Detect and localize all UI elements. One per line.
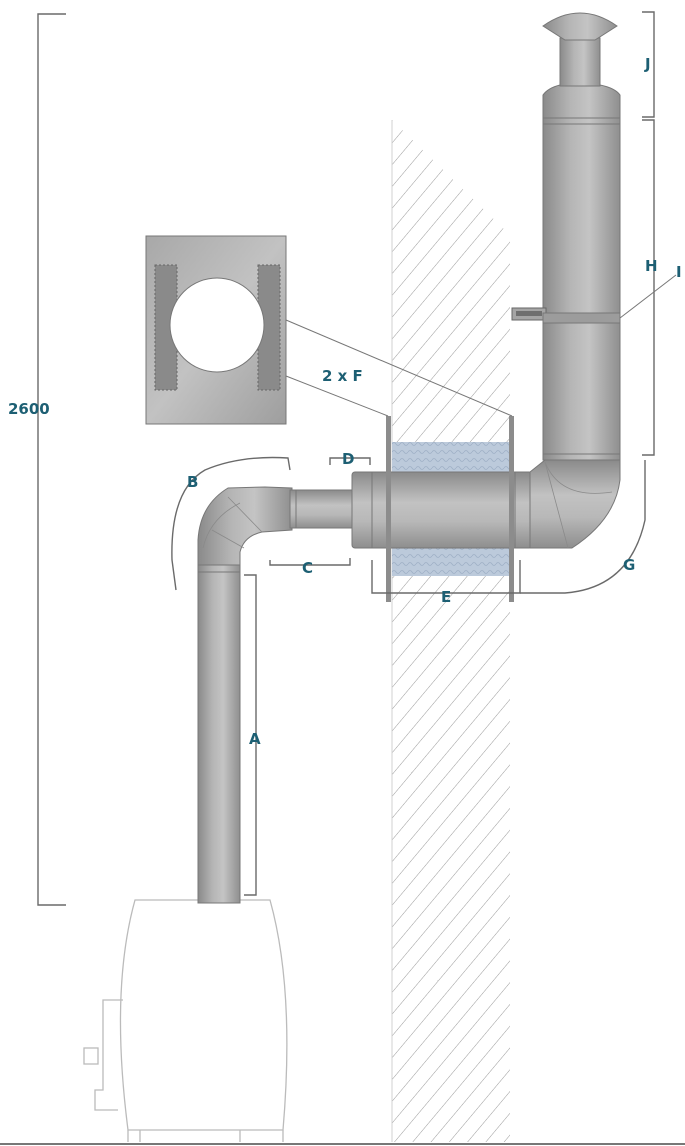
dimension-h bbox=[642, 119, 655, 456]
label-g: G bbox=[623, 556, 635, 574]
dimension-j bbox=[642, 11, 655, 118]
dimension-c bbox=[269, 558, 351, 566]
lower-bend bbox=[197, 486, 293, 566]
total-height-label: 2600 bbox=[8, 400, 50, 418]
dimension-g bbox=[520, 460, 646, 594]
stove-outline bbox=[83, 899, 288, 1142]
label-h: H bbox=[645, 257, 658, 275]
dimension-d bbox=[329, 457, 371, 465]
inset-leader-top bbox=[285, 319, 513, 417]
total-height-dimension bbox=[37, 13, 66, 906]
dimension-e bbox=[371, 560, 521, 594]
label-i: I bbox=[676, 263, 682, 281]
outer-chimney-pipe bbox=[542, 117, 621, 461]
chimney-cap bbox=[542, 12, 621, 119]
vertical-flue-pipe bbox=[197, 564, 241, 904]
horizontal-connector-pipe bbox=[289, 489, 355, 529]
wall-plate-outer bbox=[509, 416, 514, 602]
wall-plate-inner bbox=[386, 416, 391, 602]
label-j: J bbox=[644, 55, 651, 73]
inset-leader-bottom bbox=[285, 375, 389, 417]
dimension-b bbox=[171, 456, 291, 591]
wall-insulation-top bbox=[392, 442, 510, 472]
wall-pass-through-pipe bbox=[351, 471, 533, 549]
outer-bend bbox=[529, 459, 621, 549]
wall-insulation-bottom bbox=[392, 548, 510, 576]
wall-bracket bbox=[511, 307, 621, 324]
wall-plate-detail-inset bbox=[145, 235, 287, 425]
label-c: C bbox=[302, 559, 313, 577]
dimension-a bbox=[244, 574, 257, 896]
wall bbox=[391, 120, 510, 1142]
label-f: 2 x F bbox=[322, 367, 363, 385]
label-a: A bbox=[249, 730, 261, 748]
label-b: B bbox=[187, 473, 198, 491]
label-d: D bbox=[342, 450, 354, 468]
label-e: E bbox=[441, 588, 451, 606]
label-i-leader bbox=[619, 274, 677, 319]
